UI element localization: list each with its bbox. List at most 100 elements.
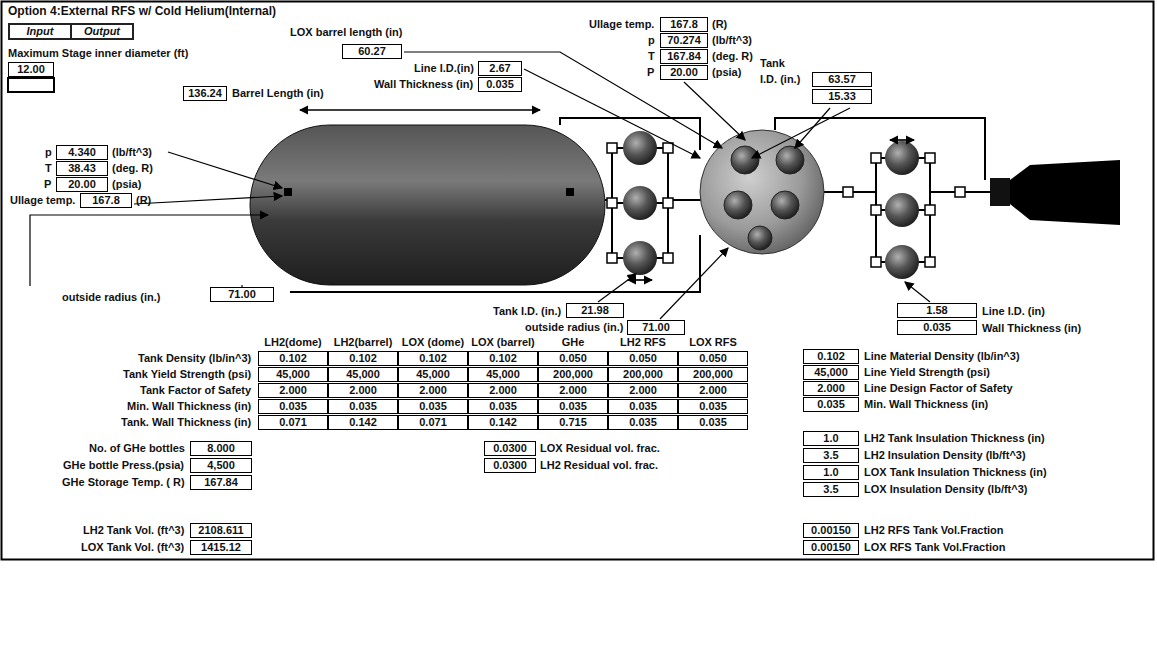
value-field: 1415.12 [190,540,252,555]
value-field: 0.035 [538,399,608,414]
field-label: Ullage temp. [10,194,75,207]
field-label: Tank. Wall Thickness (in) [121,416,251,429]
value-field: 0.035 [678,399,748,414]
value-field: 0.035 [803,397,859,412]
value-field: 3.5 [803,448,859,463]
value-field: 0.715 [538,415,608,430]
field-label: Tank Yield Strength (psi) [123,368,251,381]
field-label: LOX Residual vol. frac. [540,442,660,455]
field-label: Tank Density (lb/in^3) [138,352,251,365]
field-label: Wall Thickness (in) [374,78,473,91]
field-label: (deg. R) [112,162,153,175]
value-field: 1.58 [897,303,977,318]
field-label: LH2 Tank Insulation Thickness (in) [864,432,1045,445]
value-field: 8.000 [190,441,252,456]
diagram-title: Option 4:External RFS w/ Cold Helium(Int… [8,5,276,18]
field-label: LH2 Tank Vol. (ft^3) [83,524,184,537]
value-field: 20.00 [56,177,108,192]
value-field: 2.000 [258,383,328,398]
field-label: Line I.D.(in) [414,62,474,75]
field-label: p [648,34,655,47]
field-label: GHe Storage Temp. ( R) [62,476,185,489]
value-field: 60.27 [342,44,402,59]
value-field: 45,000 [468,367,538,382]
value-field: 2.000 [803,381,859,396]
value-field: 0.102 [468,351,538,366]
field-label: I.D. (in.) [760,73,800,86]
value-field: 0.035 [678,415,748,430]
field-label: Min. Wall Thickness (in) [864,398,988,411]
value-field: 0.050 [678,351,748,366]
field-label: (deg. R) [712,50,753,63]
value-field: Input [8,23,72,40]
column-header: GHe [538,336,608,349]
field-label: LOX barrel length (in) [290,26,402,39]
field-label: Wall Thickness (in) [982,322,1081,335]
field-label: Min. Wall Thickness (in) [127,400,251,413]
field-label: Line Design Factor of Safety [864,382,1013,395]
value-field: 3.5 [803,482,859,497]
value-field: 0.00150 [803,540,859,555]
value-field: 63.57 [812,72,872,87]
value-field: 20.00 [660,65,708,80]
value-field: 0.035 [608,399,678,414]
value-field: 2.000 [328,383,398,398]
field-label: Line Yield Strength (psi) [864,366,990,379]
value-field: 4.340 [56,145,108,160]
value-field: 21.98 [566,303,624,318]
value-field: 45,000 [328,367,398,382]
value-field: 2.000 [398,383,468,398]
value-field: 38.43 [56,161,108,176]
value-field: 2.000 [678,383,748,398]
value-field: 2108.611 [190,523,252,538]
value-field: 0.050 [608,351,678,366]
value-field: 0.102 [803,349,859,364]
value-field: 2.000 [608,383,678,398]
value-field: 0.071 [398,415,468,430]
value-field: 167.8 [660,17,708,32]
column-header: LH2(barrel) [328,336,398,349]
field-label: (R) [712,18,727,31]
value-field: 71.00 [210,287,274,302]
field-label: Line I.D. (in) [982,305,1045,318]
value-field: 0.035 [608,415,678,430]
column-header: LH2(dome) [258,336,328,349]
value-field: 2.000 [468,383,538,398]
field-label: Ullage temp. [589,18,654,31]
value-field: 0.0300 [484,458,536,473]
field-label: outside radius (in.) [525,321,623,334]
field-label: Tank I.D. (in.) [493,305,561,318]
value-field: 0.142 [328,415,398,430]
field-label: Tank [760,57,785,70]
value-field: Output [70,23,134,40]
value-field: 0.102 [398,351,468,366]
field-label: LOX Tank Insulation Thickness (in) [864,466,1047,479]
value-field: 0.0300 [484,441,536,456]
value-field: 45,000 [258,367,328,382]
value-field: 0.035 [897,320,977,335]
value-field: 200,000 [538,367,608,382]
field-label: LOX Insulation Density (lb/ft^3) [864,483,1028,496]
value-field: 136.24 [183,86,227,101]
value-field: 12.00 [8,62,54,77]
value-field: 167.84 [660,49,708,64]
field-label: (lb/ft^3) [712,34,752,47]
column-header: LOX RFS [678,336,748,349]
value-field: 200,000 [678,367,748,382]
value-field: 0.102 [258,351,328,366]
field-label: Maximum Stage inner diameter (ft) [8,47,188,60]
field-label: LH2 Residual vol. frac. [540,459,658,472]
value-field: 0.035 [328,399,398,414]
value-field: 0.035 [398,399,468,414]
field-label: Line Material Density (lb/in^3) [864,350,1020,363]
value-field: 0.071 [258,415,328,430]
value-field: 167.84 [190,475,252,490]
value-field: 15.33 [812,89,872,104]
field-label: (psia) [112,178,141,191]
value-field: 2.000 [538,383,608,398]
field-label: No. of GHe bottles [89,442,185,455]
value-field: 70.274 [660,33,708,48]
field-label: p [45,146,52,159]
value-field: 0.050 [538,351,608,366]
field-label: LOX RFS Tank Vol.Fraction [864,541,1005,554]
